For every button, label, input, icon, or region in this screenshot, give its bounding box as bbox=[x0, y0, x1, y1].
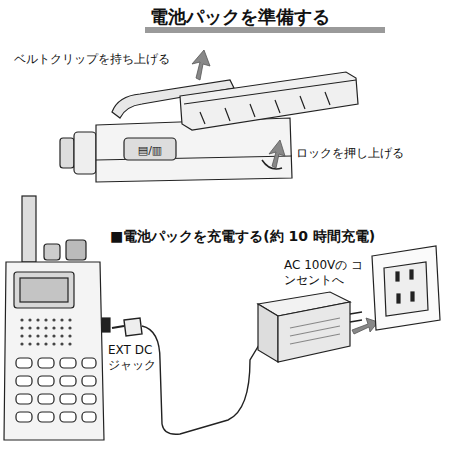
plug-arrow bbox=[352, 318, 378, 334]
ac-adapter bbox=[258, 292, 362, 362]
title-bar bbox=[145, 27, 385, 33]
instruction-label: ベルトクリップを持ち上げる bbox=[14, 52, 170, 67]
radio-side-view: ▤/▥ bbox=[60, 72, 358, 182]
section-heading: ■電池パックを充電する(約 10 時間充電) bbox=[110, 228, 375, 246]
lift-arrow bbox=[269, 140, 285, 168]
charger-cable bbox=[112, 318, 262, 434]
outlet-label: AC 100Vの コンセントへ bbox=[284, 258, 364, 288]
page-title: 電池パックを準備する bbox=[150, 6, 330, 29]
jack-label: EXT DC ジャック bbox=[108, 343, 160, 373]
radio-front-view bbox=[4, 196, 110, 440]
lift-arrow bbox=[192, 50, 210, 80]
instruction-label: ロックを押し上げる bbox=[296, 146, 404, 161]
svg-text:▤/▥: ▤/▥ bbox=[138, 144, 163, 157]
wall-outlet bbox=[372, 246, 440, 330]
